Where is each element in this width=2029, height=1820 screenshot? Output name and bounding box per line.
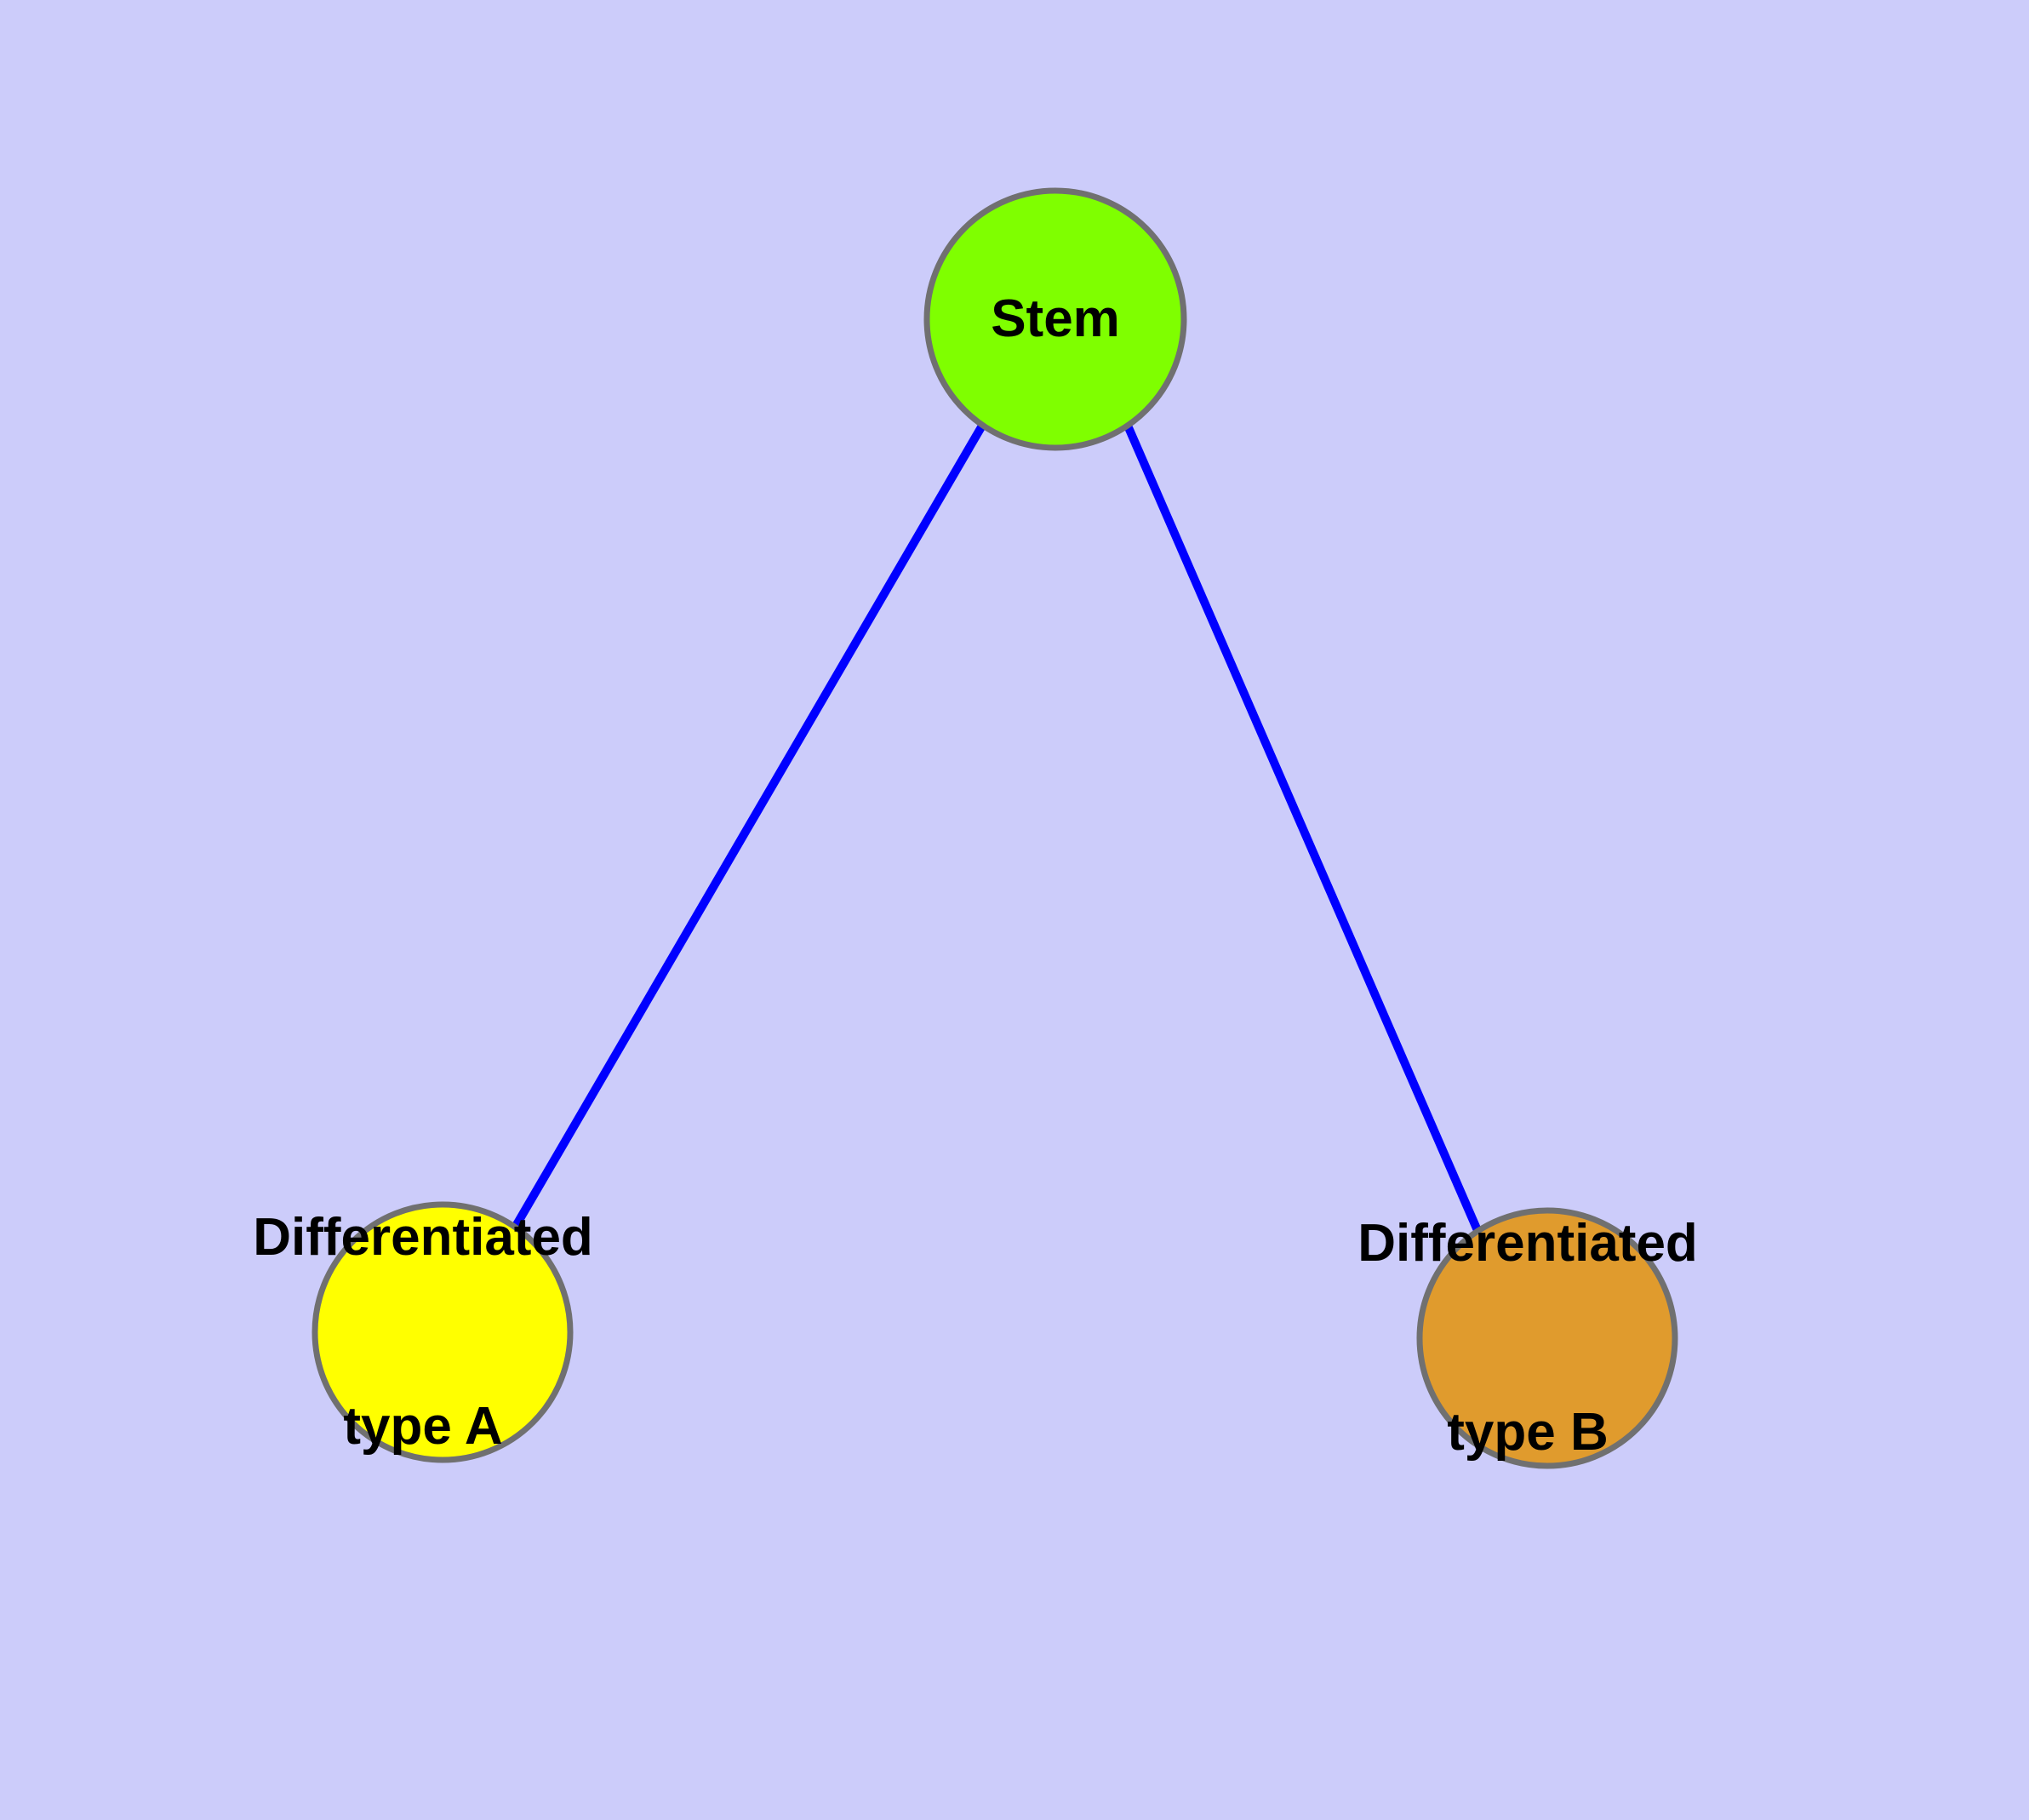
node-layer	[311, 187, 1678, 1469]
node-differentiated-type-a[interactable]	[311, 1201, 574, 1463]
node-differentiated-type-b[interactable]	[1416, 1207, 1678, 1469]
node-stem[interactable]	[923, 187, 1187, 451]
edge-layer	[511, 423, 1483, 1236]
edge-stem-to-differentiated-type-b[interactable]	[1123, 424, 1483, 1236]
edge-stem-to-differentiated-type-a[interactable]	[511, 423, 986, 1230]
